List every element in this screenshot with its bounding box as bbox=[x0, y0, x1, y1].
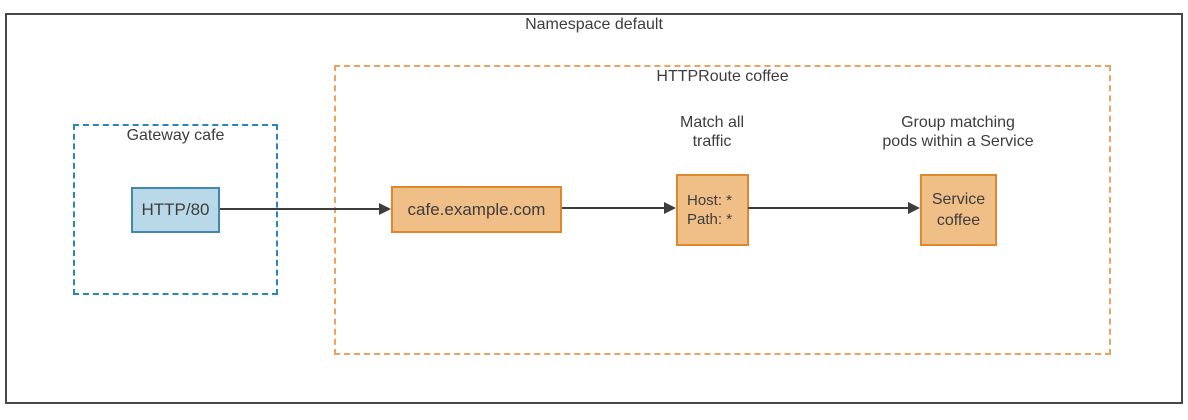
service-annotation-line1: Group matching bbox=[901, 114, 1015, 131]
gateway-listener-node: HTTP/80 bbox=[131, 187, 220, 233]
match-annotation-line2: traffic bbox=[692, 133, 732, 150]
gateway-listener-text: HTTP/80 bbox=[141, 200, 210, 219]
match-rule-node: Host: * Path: * bbox=[676, 174, 749, 246]
arrow-hostname-to-match-head bbox=[664, 202, 676, 214]
httproute-label: HTTPRoute coffee bbox=[656, 68, 789, 85]
namespace-boundary bbox=[5, 13, 1183, 404]
service-node-lines: Service coffee bbox=[932, 189, 985, 231]
arrow-hostname-to-match-line bbox=[562, 207, 665, 209]
service-node-line1: Service bbox=[931, 191, 986, 208]
service-node-line2: coffee bbox=[936, 212, 981, 229]
service-annotation-line2: pods within a Service bbox=[882, 133, 1034, 150]
arrow-match-to-service-line bbox=[748, 207, 909, 209]
arrow-listener-to-hostname-line bbox=[220, 208, 380, 210]
match-annotation-line1: Match all bbox=[679, 114, 745, 131]
namespace-label: Namespace default bbox=[525, 16, 663, 33]
hostname-node: cafe.example.com bbox=[391, 186, 562, 233]
match-rule-host: Host: * bbox=[687, 192, 733, 209]
httproute-boundary bbox=[334, 65, 1111, 355]
service-node: Service coffee bbox=[920, 174, 997, 246]
hostname-text: cafe.example.com bbox=[407, 199, 546, 219]
service-annotation: Group matching pods within a Service bbox=[853, 113, 1063, 151]
match-rule-path: Path: * bbox=[687, 211, 733, 228]
gateway-label: Gateway cafe bbox=[126, 127, 225, 144]
match-rule-lines: Host: * Path: * bbox=[687, 191, 732, 229]
arrow-listener-to-hostname-head bbox=[379, 203, 391, 215]
match-annotation: Match all traffic bbox=[637, 113, 787, 151]
arrow-match-to-service-head bbox=[908, 202, 920, 214]
